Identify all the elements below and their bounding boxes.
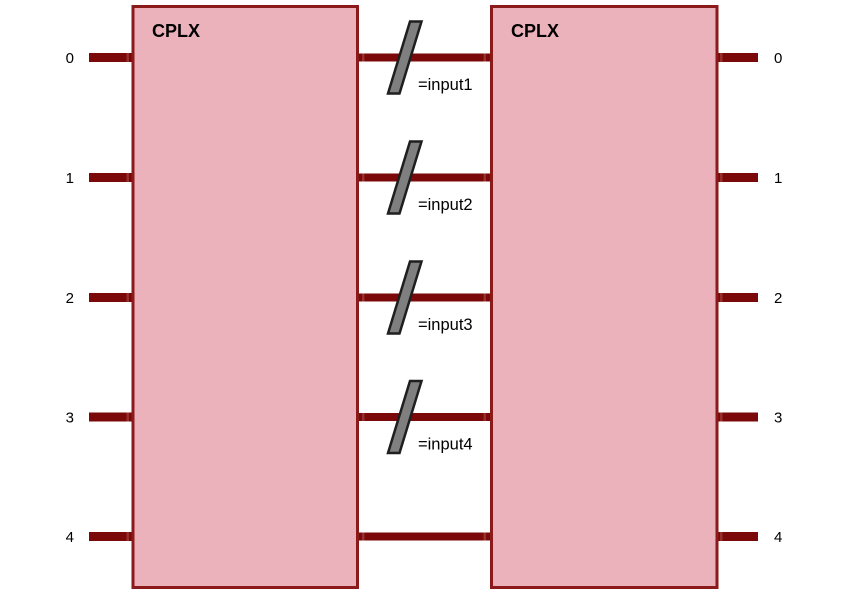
pin-label-right-4: 4: [774, 529, 782, 546]
junction-tick: [483, 413, 486, 421]
switch-input3[interactable]: =input3: [386, 260, 473, 335]
junction-tick: [126, 412, 129, 422]
pin-label-right-3: 3: [774, 410, 782, 427]
junction-tick: [720, 53, 723, 62]
junction-tick: [483, 532, 486, 541]
wire-row-1: [89, 173, 758, 182]
pin-label-left-3: 3: [66, 410, 74, 427]
wire-row-0: [89, 53, 758, 62]
junction-tick: [720, 173, 723, 182]
junction-tick: [126, 53, 129, 62]
pin-label-right-1: 1: [774, 170, 782, 187]
junction-tick: [720, 293, 723, 302]
pin-label-left-0: 0: [66, 50, 74, 67]
cplx-label-left: CPLX: [152, 21, 200, 41]
switch-label-input1: =input1: [418, 76, 473, 94]
wire-row-3: [89, 412, 758, 422]
junction-tick: [362, 413, 365, 421]
wire-row-4: [89, 532, 758, 541]
cplx-block-left: [131, 5, 359, 589]
switch-label-input2: =input2: [418, 196, 473, 214]
junction-tick: [720, 412, 723, 422]
junction-tick: [362, 53, 365, 62]
junction-tick: [126, 173, 129, 182]
cplx-block-right: [490, 5, 719, 589]
junction-tick: [483, 53, 486, 62]
switch-input2[interactable]: =input2: [386, 140, 473, 215]
switch-label-input4: =input4: [418, 436, 473, 454]
pin-label-left-1: 1: [66, 170, 74, 187]
junction-tick: [483, 293, 486, 302]
switch-input4[interactable]: =input4: [386, 379, 473, 455]
junction-tick: [720, 532, 723, 541]
switch-icon-input2[interactable]: [386, 140, 424, 215]
wire-row-2: [89, 293, 758, 302]
junction-tick: [483, 173, 486, 182]
pin-label-left-4: 4: [66, 529, 74, 546]
switch-label-input3: =input3: [418, 316, 473, 334]
pin-label-right-2: 2: [774, 290, 782, 307]
switch-icon-input3[interactable]: [386, 260, 424, 335]
junction-tick: [362, 293, 365, 302]
pin-label-right-0: 0: [774, 50, 782, 67]
junction-tick: [362, 173, 365, 182]
junction-tick: [126, 532, 129, 541]
switch-icon-input4[interactable]: [386, 379, 424, 455]
pin-label-left-2: 2: [66, 290, 74, 307]
junction-tick: [126, 293, 129, 302]
cplx-label-right: CPLX: [511, 21, 559, 41]
junction-tick: [362, 532, 365, 541]
switch-input1[interactable]: =input1: [386, 20, 473, 95]
switch-icon-input1[interactable]: [386, 20, 424, 95]
